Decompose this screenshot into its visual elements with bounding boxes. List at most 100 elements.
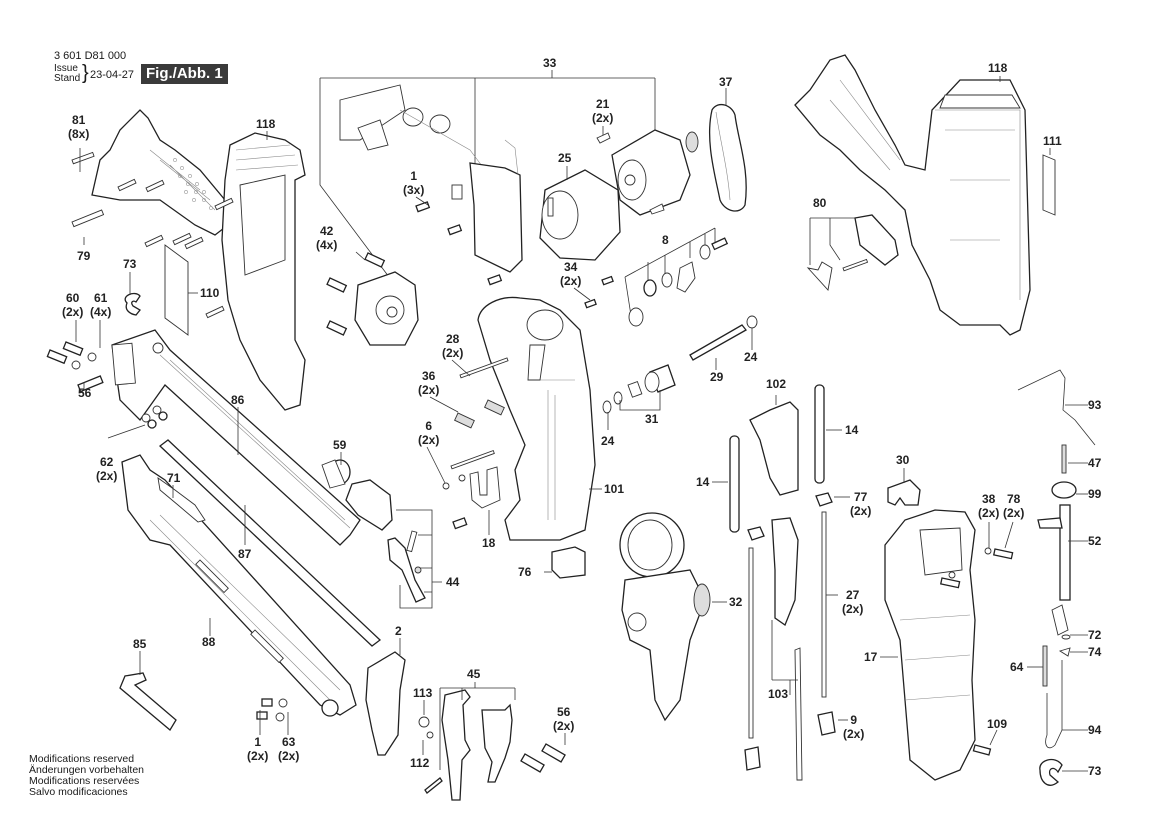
- motor-21: [596, 129, 699, 216]
- callout-34: 34(2x): [560, 260, 582, 288]
- clips-9: [744, 711, 836, 771]
- callout-27: 27(2x): [842, 588, 864, 616]
- callout-110: 110: [200, 286, 220, 300]
- clip-73: [124, 292, 141, 316]
- callout-111: 111: [1043, 134, 1062, 148]
- block-76: [551, 546, 586, 579]
- callout-59: 59: [333, 438, 347, 452]
- callout-79: 79: [77, 249, 91, 263]
- callout-21: 21(2x): [592, 97, 614, 125]
- callout-118-left: 118: [256, 117, 276, 131]
- depth-adjust-47-99-52: [1037, 444, 1077, 636]
- motor-flange: [354, 271, 419, 346]
- callout-99: 99: [1088, 487, 1102, 501]
- assembly-44: [345, 479, 442, 609]
- callout-76: 76: [518, 565, 532, 579]
- callout-81: 81(8x): [68, 113, 90, 141]
- magazine-body-88: [121, 454, 357, 717]
- pusher-71: [157, 477, 206, 523]
- callout-88: 88: [202, 635, 216, 649]
- callout-38: 38(2x): [978, 492, 1000, 520]
- main-housing-118-right: [794, 54, 1031, 336]
- callout-113: 113: [413, 686, 433, 700]
- label-111: [1042, 154, 1056, 216]
- part-59: [321, 459, 351, 489]
- callout-45: 45: [467, 667, 481, 681]
- screws-81: [71, 151, 234, 319]
- callout-73-right: 73: [1088, 764, 1102, 778]
- shaft-29-parts-31: [602, 315, 758, 414]
- magazine-rail-86: [111, 329, 361, 546]
- callout-61: 61(4x): [90, 291, 112, 319]
- callout-52: 52: [1088, 534, 1102, 548]
- callout-74: 74: [1088, 645, 1102, 659]
- bolts-60-61-56: [46, 341, 104, 393]
- callout-18: 18: [482, 536, 496, 550]
- callout-1-3x: 1(3x): [403, 169, 425, 197]
- callout-85: 85: [133, 637, 147, 651]
- callout-37: 37: [719, 75, 733, 89]
- issue-date: 23-04-27: [90, 69, 135, 81]
- callout-63: 63(2x): [278, 735, 300, 763]
- nuts-62: [141, 405, 168, 429]
- cover-17: [884, 509, 976, 781]
- electronics-assembly-33: [319, 70, 656, 286]
- figure-label: Fig./Abb. 1: [141, 64, 228, 84]
- part-30: [887, 479, 921, 506]
- callout-31: 31: [645, 412, 659, 426]
- callout-30: 30: [896, 453, 910, 467]
- bushes-77: [747, 492, 833, 541]
- tensioner-8: [624, 227, 729, 327]
- notice-es: Salvo modificaciones: [29, 786, 128, 798]
- side-cover-118-left: [221, 132, 306, 411]
- screws-56-bottom: [520, 743, 566, 773]
- motor-sleeve-25: [539, 169, 621, 261]
- spring-clips-64-72-74-94-73: [1039, 634, 1071, 786]
- rod-87: [158, 439, 382, 647]
- callout-8: 8: [662, 233, 669, 247]
- callout-60: 60(2x): [62, 291, 84, 319]
- allen-key-85: [119, 672, 177, 731]
- crank-32: [619, 512, 711, 722]
- callout-72: 72: [1088, 628, 1102, 642]
- callout-77: 77(2x): [850, 490, 872, 518]
- modifications-notice: Modifications reserved Änderungen vorbeh…: [29, 754, 144, 798]
- wire-93: [1017, 369, 1096, 446]
- callout-109: 109: [987, 717, 1008, 731]
- trigger-assembly-45: [418, 682, 516, 801]
- screws-42: [326, 252, 386, 336]
- callout-29: 29: [710, 370, 724, 384]
- callout-24-mid: 24: [601, 434, 615, 448]
- callout-80: 80: [813, 196, 827, 210]
- slider-103: [771, 517, 803, 781]
- bracket-102: [749, 401, 799, 496]
- callout-14-right: 14: [845, 423, 859, 437]
- callout-56-left: 56: [78, 386, 92, 400]
- callout-42: 42(4x): [316, 224, 338, 252]
- callout-36: 36(2x): [418, 369, 440, 397]
- label-plate-110: [164, 244, 189, 336]
- callout-101: 101: [604, 482, 625, 496]
- callout-73-left: 73: [123, 257, 137, 271]
- callout-1-bottom: 1(2x): [247, 735, 269, 763]
- callout-118-right: 118: [988, 61, 1008, 75]
- callout-44: 44: [446, 575, 460, 589]
- callout-86: 86: [231, 393, 245, 407]
- callout-64: 64: [1010, 660, 1024, 674]
- callout-94: 94: [1088, 723, 1102, 737]
- central-frame-101: [477, 296, 596, 541]
- strips-14: [729, 384, 825, 533]
- callout-78: 78(2x): [1003, 492, 1025, 520]
- callout-56-bottom: 56(2x): [553, 705, 575, 733]
- callout-6: 6(2x): [418, 419, 440, 447]
- screws-1-washers-63: [256, 698, 288, 722]
- part-number: 3 601 D81 000: [54, 50, 127, 62]
- callout-33: 33: [543, 56, 557, 70]
- belt-ribs: [715, 111, 731, 201]
- notice-de: Änderungen vorbehalten: [29, 764, 145, 776]
- screws-1-3x: [415, 201, 503, 286]
- callout-28: 28(2x): [442, 332, 464, 360]
- callout-103: 103: [768, 687, 789, 701]
- callout-25: 25: [558, 151, 572, 165]
